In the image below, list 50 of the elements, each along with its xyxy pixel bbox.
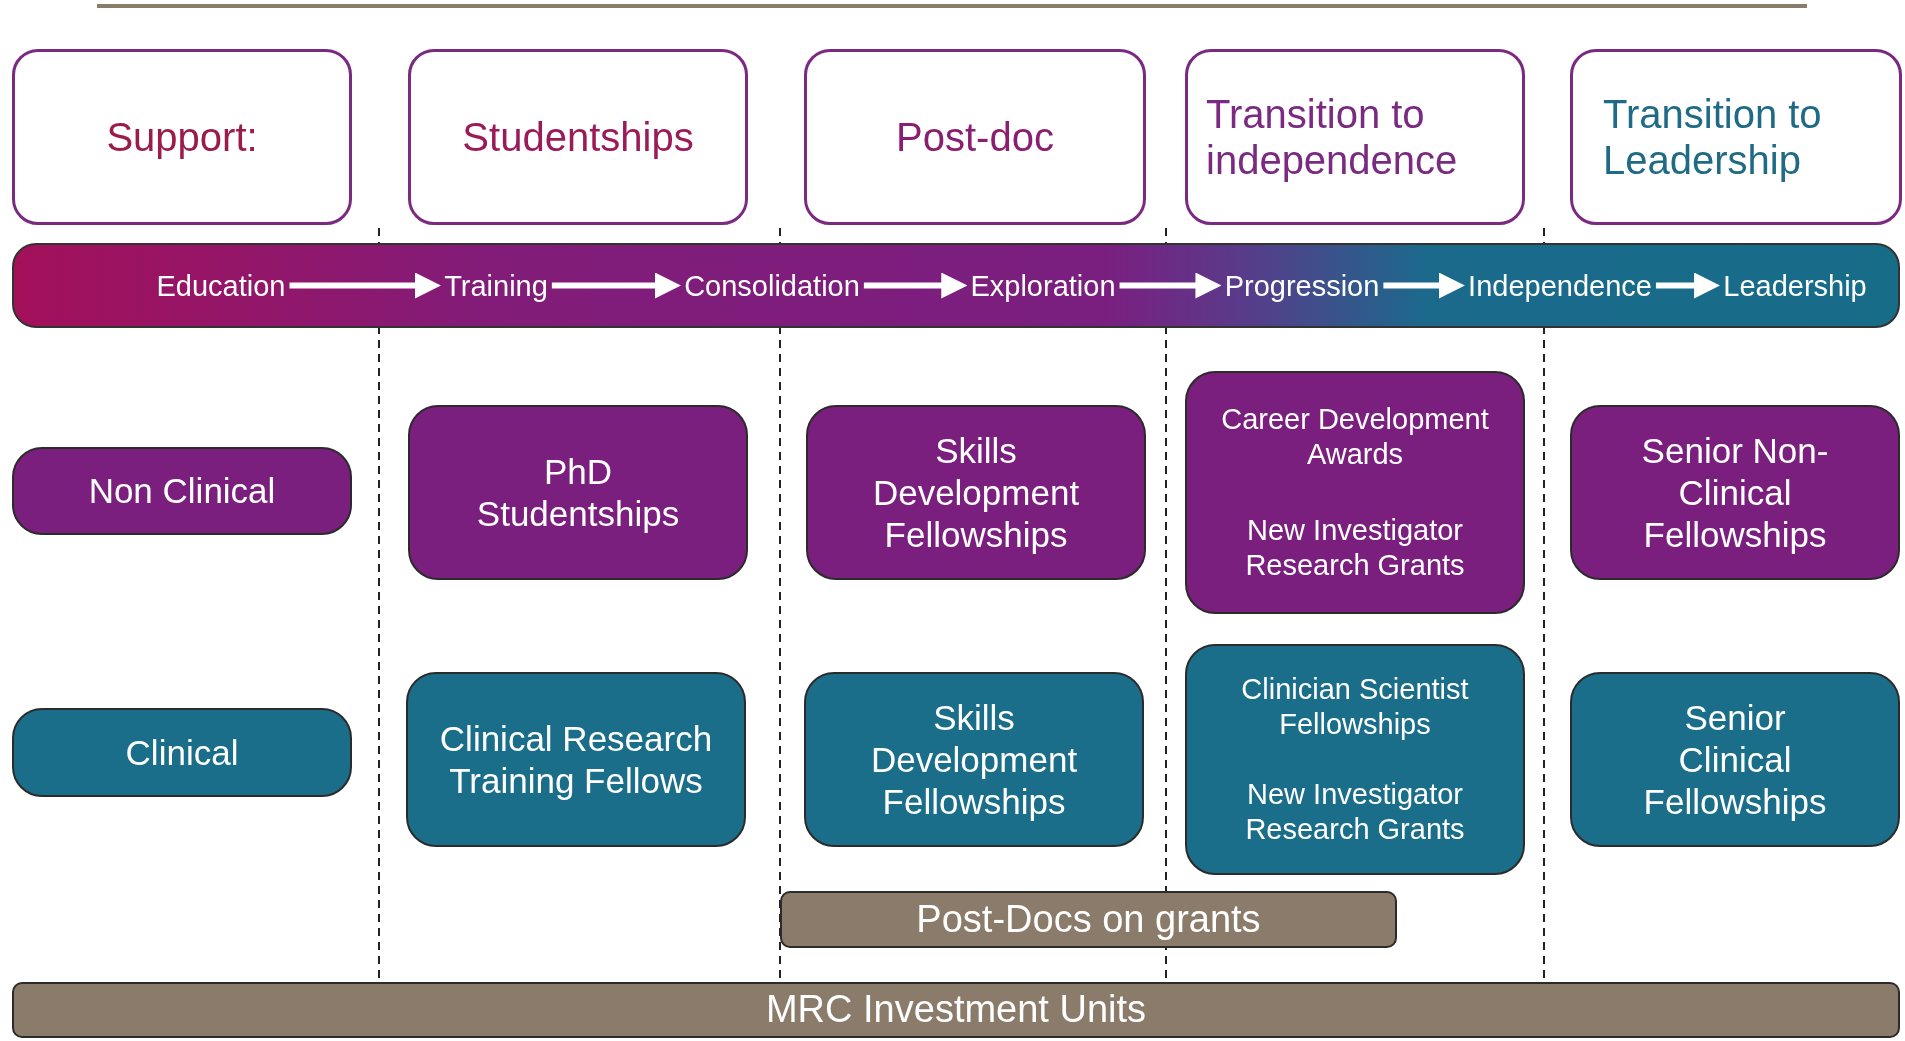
clinical-award-box xyxy=(804,672,1144,847)
stage-label: Education xyxy=(156,269,286,302)
funding-bar xyxy=(780,891,1397,948)
box-label: Senior Non-Clinical Fellowships xyxy=(1640,429,1830,556)
non-clinical-award-box xyxy=(1570,405,1900,580)
box-label: Post-doc xyxy=(896,114,1054,160)
clinical-award-box xyxy=(1185,644,1525,875)
stage-header-box xyxy=(804,49,1146,225)
box-label: New Investigator Research Grants xyxy=(1244,777,1466,848)
stage-header-box xyxy=(1570,49,1902,225)
box-label: Senior Clinical Fellowships xyxy=(1642,696,1828,823)
arrow xyxy=(1655,272,1721,299)
arrow xyxy=(1119,272,1222,299)
stage-label: Consolidation xyxy=(684,269,860,302)
stage-header-box xyxy=(12,49,352,225)
stage-header-box xyxy=(1185,49,1525,225)
stage-label: Progression xyxy=(1224,269,1380,302)
box-label: Transition to Leadership xyxy=(1603,91,1823,183)
box-label: Post-Docs on grants xyxy=(916,896,1261,942)
box-label: Studentships xyxy=(462,114,694,160)
stage-header-box xyxy=(408,49,748,225)
non-clinical-award-box xyxy=(408,405,748,580)
box-label: Career Development Awards xyxy=(1220,401,1490,472)
non-clinical-award-box xyxy=(12,447,352,535)
box-label: New Investigator Research Grants xyxy=(1244,513,1466,584)
clinical-award-box xyxy=(406,672,746,847)
clinical-award-box xyxy=(1570,672,1900,847)
arrow xyxy=(863,272,968,299)
box-label: Transition to independence xyxy=(1206,91,1459,183)
box-label: Skills Development Fellowships xyxy=(870,696,1078,823)
box-label: PhD Studentships xyxy=(476,450,680,535)
box-label: MRC Investment Units xyxy=(765,987,1147,1033)
career-stage-band xyxy=(12,243,1900,328)
non-clinical-award-box xyxy=(806,405,1146,580)
box-label: Clinician Scientist Fellowships xyxy=(1240,671,1470,742)
clinical-award-box xyxy=(12,708,352,797)
box-label: Non Clinical xyxy=(88,470,276,512)
box-label: Skills Development Fellowships xyxy=(872,429,1080,556)
arrow xyxy=(1383,272,1465,299)
stage-label: Training xyxy=(444,269,548,302)
box-label: Clinical Research Training Fellows xyxy=(438,717,714,802)
stage-label: Leadership xyxy=(1723,269,1867,302)
funding-bar xyxy=(12,982,1900,1038)
box-label: Support: xyxy=(106,114,258,160)
non-clinical-award-box xyxy=(1185,371,1525,614)
box-label: Clinical xyxy=(125,731,239,774)
stage-label: Independence xyxy=(1468,269,1652,302)
stage-label: Exploration xyxy=(970,269,1116,302)
arrow xyxy=(551,272,681,299)
arrow xyxy=(289,272,441,299)
